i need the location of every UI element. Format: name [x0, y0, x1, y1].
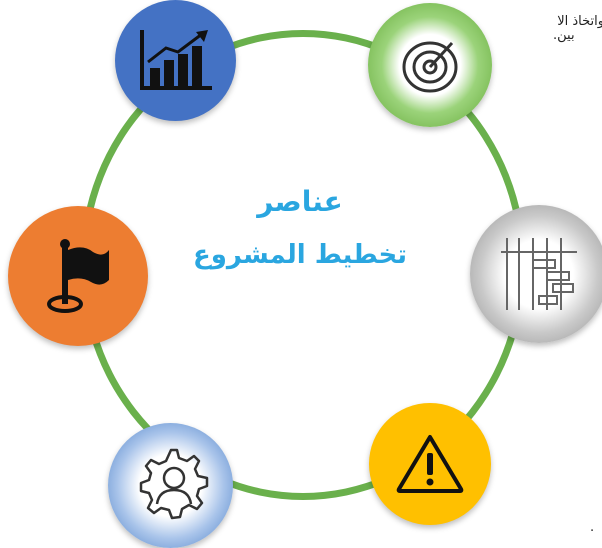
gantt-chart-icon	[501, 238, 577, 310]
target-icon	[402, 41, 458, 93]
center-title: عناصر	[257, 185, 343, 218]
center-label: عناصر تخطيط المشروع	[160, 185, 440, 270]
warning-icon	[396, 435, 464, 493]
flag-icon	[47, 239, 109, 313]
fragment-text-top: بين.	[553, 28, 575, 43]
growth-chart-node	[115, 0, 236, 121]
warning-node	[369, 403, 491, 525]
flag-node	[8, 206, 148, 346]
team-gear-icon	[139, 448, 208, 519]
fragment-text-bottom: .	[590, 520, 595, 535]
fragment-text-top-right: واتخاذ الا	[557, 14, 602, 29]
team-node	[108, 423, 233, 548]
growth-chart-icon	[139, 29, 212, 90]
center-subtitle: تخطيط المشروع	[193, 240, 407, 270]
gantt-node	[470, 205, 602, 343]
target-node	[368, 3, 492, 127]
